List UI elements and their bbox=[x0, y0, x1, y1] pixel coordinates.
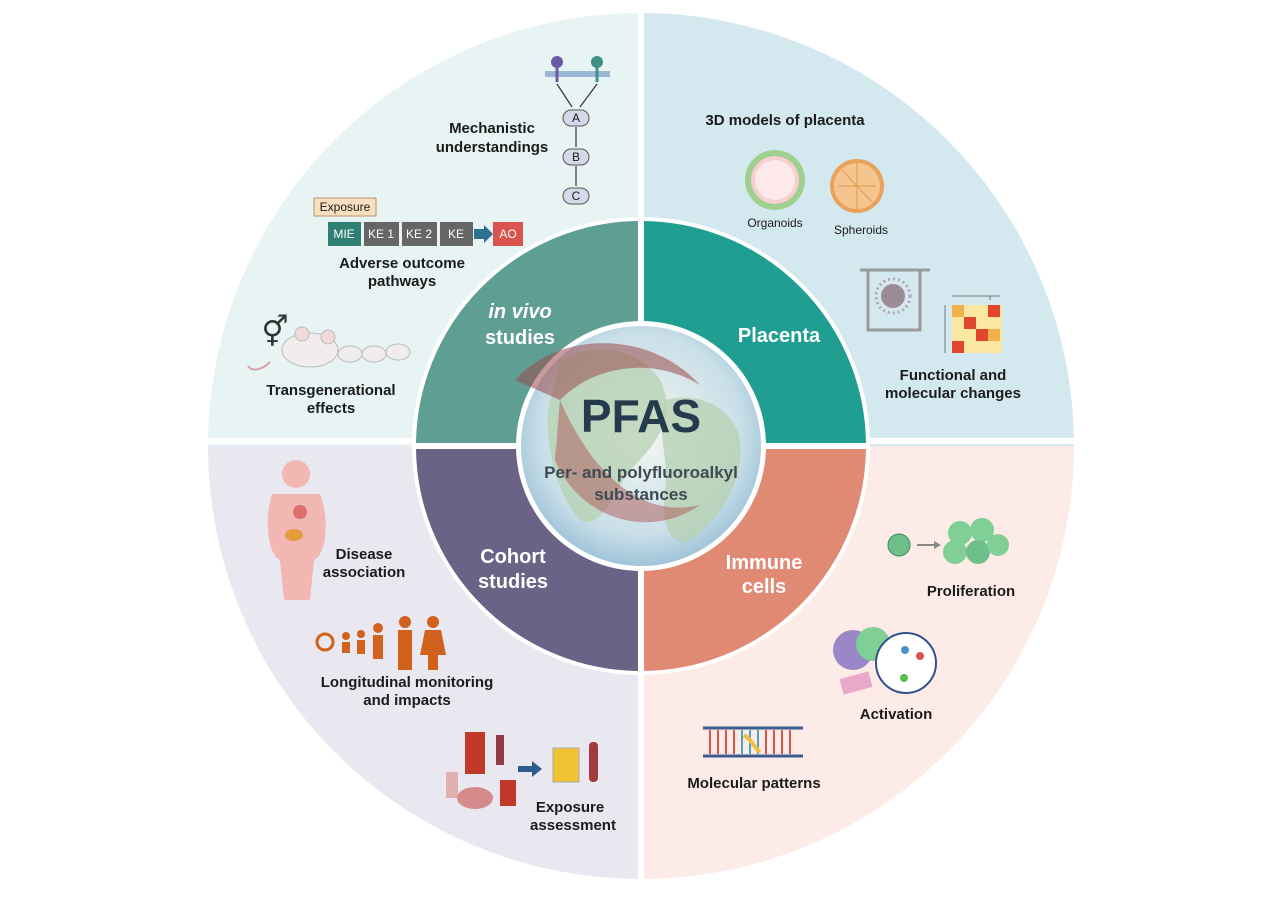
invivo-label-line2: studies bbox=[485, 327, 555, 349]
center-title: PFAS bbox=[581, 390, 701, 442]
longitudinal-label-line2: and impacts bbox=[363, 692, 451, 709]
organoid-icon bbox=[745, 150, 805, 210]
aop-label-line1: Adverse outcome bbox=[339, 255, 465, 272]
ao-box bbox=[493, 222, 523, 246]
mechanistic-label-line2: understandings bbox=[436, 139, 549, 156]
disease-label-line1: Disease bbox=[336, 546, 393, 563]
transgen-label-line2: effects bbox=[307, 400, 355, 417]
spheroids-label: Spheroids bbox=[834, 223, 888, 237]
cohort-label-line1: Cohort bbox=[480, 546, 546, 568]
node-b bbox=[562, 148, 590, 166]
ke1-box bbox=[364, 222, 399, 246]
consumer-products-icon bbox=[446, 732, 516, 809]
exposure-box bbox=[313, 197, 377, 217]
svg-text:AO: AO bbox=[499, 227, 516, 241]
aop-label-line2: pathways bbox=[368, 273, 436, 290]
center-subtitle-line2: substances bbox=[594, 485, 688, 504]
activation-cells-icon bbox=[833, 627, 937, 695]
node-a bbox=[562, 109, 590, 127]
mie-box bbox=[328, 222, 361, 246]
svg-text:KE 2: KE 2 bbox=[406, 227, 432, 241]
aop-arrow-icon bbox=[474, 225, 493, 243]
culture-well-icon bbox=[860, 268, 930, 332]
mouse-family-icon bbox=[247, 326, 411, 371]
dna-icon bbox=[703, 726, 803, 758]
human-body-icon bbox=[267, 460, 326, 600]
ke-box bbox=[440, 222, 473, 246]
globe-icon bbox=[515, 321, 766, 571]
heatmap-icon bbox=[944, 295, 1002, 353]
immune-label-line2: cells bbox=[742, 576, 786, 598]
svg-text:B: B bbox=[572, 150, 580, 164]
exposure-assessment-line1: Exposure bbox=[536, 799, 604, 816]
family-icon bbox=[315, 616, 446, 670]
spheroid-icon bbox=[830, 159, 884, 213]
activation-label: Activation bbox=[860, 706, 933, 723]
receptor-icon bbox=[545, 56, 610, 108]
placenta-models-title: 3D models of placenta bbox=[705, 112, 865, 129]
cohort-label-line2: studies bbox=[478, 571, 548, 593]
svg-text:C: C bbox=[572, 189, 581, 203]
exposure-arrow-icon bbox=[518, 761, 542, 777]
placenta-label: Placenta bbox=[738, 325, 821, 347]
ke2-box bbox=[402, 222, 437, 246]
longitudinal-label-line1: Longitudinal monitoring bbox=[321, 674, 493, 691]
invivo-label-line1: in vivo bbox=[488, 301, 551, 323]
svg-text:Exposure: Exposure bbox=[320, 200, 371, 214]
center-subtitle-line1: Per- and polyfluoroalkyl bbox=[544, 463, 738, 482]
svg-text:KE 1: KE 1 bbox=[368, 227, 394, 241]
molecular-patterns-label: Molecular patterns bbox=[687, 775, 820, 792]
exposure-assessment-line2: assessment bbox=[530, 817, 616, 834]
svg-text:KE: KE bbox=[448, 227, 464, 241]
svg-text:A: A bbox=[572, 111, 580, 125]
organoids-label: Organoids bbox=[747, 216, 802, 230]
svg-text:MIE: MIE bbox=[333, 227, 354, 241]
node-c bbox=[562, 187, 590, 205]
immune-label-line1: Immune bbox=[726, 552, 803, 574]
functional-label-line1: Functional and bbox=[900, 367, 1007, 384]
sample-container-icon bbox=[552, 742, 598, 783]
transgen-label-line1: Transgenerational bbox=[266, 382, 395, 399]
functional-label-line2: molecular changes bbox=[885, 385, 1021, 402]
disease-label-line2: association bbox=[323, 564, 406, 581]
proliferation-label: Proliferation bbox=[927, 583, 1015, 600]
proliferation-cell-icon bbox=[887, 518, 1009, 564]
mechanistic-label-line1: Mechanistic bbox=[449, 120, 535, 137]
